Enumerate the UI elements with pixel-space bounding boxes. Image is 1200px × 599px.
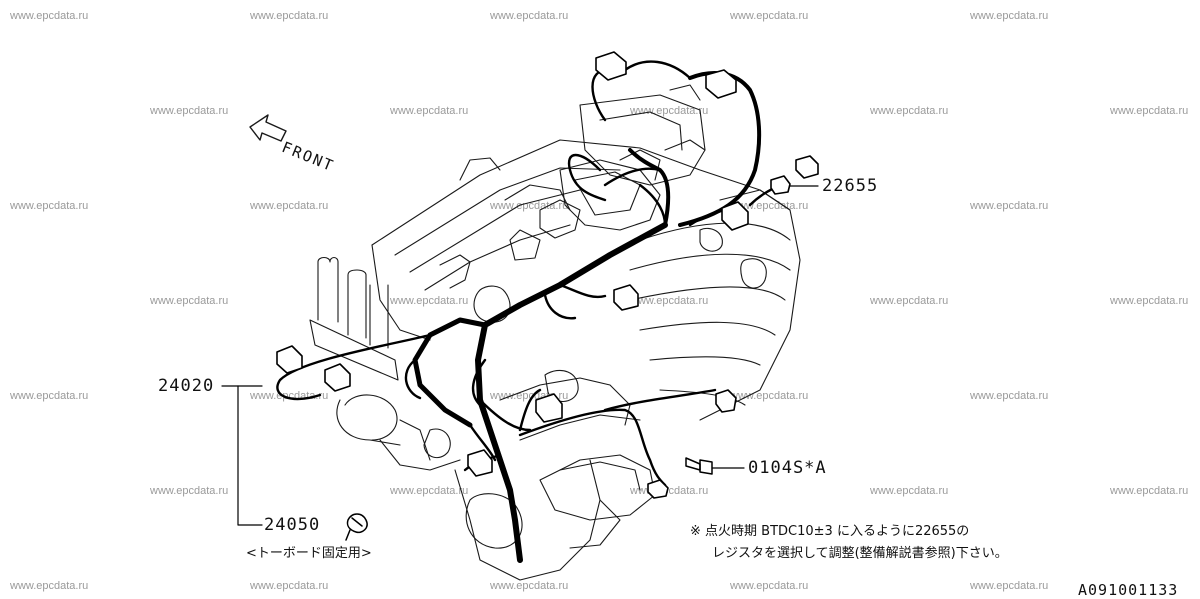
figure-id: A091001133 [1078, 581, 1179, 599]
watermark-text: www.epcdata.ru [250, 10, 329, 22]
bolt-icon [685, 457, 713, 475]
clip-usage-note: <トーボード固定用> [246, 546, 372, 561]
watermark-text: www.epcdata.ru [10, 10, 89, 22]
front-arrow-icon [249, 114, 287, 142]
watermark-text: www.epcdata.ru [10, 390, 89, 402]
watermark-text: www.epcdata.ru [1110, 105, 1189, 117]
watermark-text: www.epcdata.ru [870, 295, 949, 307]
watermark-text: www.epcdata.ru [1110, 295, 1189, 307]
watermark-text: www.epcdata.ru [870, 485, 949, 497]
watermark-text: www.epcdata.ru [730, 10, 809, 22]
watermark-text: www.epcdata.ru [730, 390, 809, 402]
part-number-harness[interactable]: 24020 [158, 376, 215, 396]
part-number-sensor[interactable]: 22655 [822, 176, 879, 196]
watermark-text: www.epcdata.ru [490, 580, 569, 592]
watermark-text: www.epcdata.ru [10, 580, 89, 592]
watermark-text: www.epcdata.ru [150, 105, 229, 117]
watermark-text: www.epcdata.ru [970, 390, 1049, 402]
watermark-text: www.epcdata.ru [970, 200, 1049, 212]
watermark-text: www.epcdata.ru [250, 200, 329, 212]
watermark-text: www.epcdata.ru [630, 295, 709, 307]
watermark-text: www.epcdata.ru [970, 10, 1049, 22]
watermark-text: www.epcdata.ru [1110, 485, 1189, 497]
watermark-text: www.epcdata.ru [10, 200, 89, 212]
watermark-text: www.epcdata.ru [390, 105, 469, 117]
engine-block-outline [309, 84, 801, 581]
watermark-text: www.epcdata.ru [250, 580, 329, 592]
watermark-text: www.epcdata.ru [390, 485, 469, 497]
clip-icon [345, 513, 368, 541]
ignition-timing-note-line1: ※ 点火時期 BTDC10±3 に入るように22655の [690, 524, 970, 539]
watermark-text: www.epcdata.ru [970, 580, 1049, 592]
watermark-text: www.epcdata.ru [150, 485, 229, 497]
watermark-text: www.epcdata.ru [150, 295, 229, 307]
watermark-text: www.epcdata.ru [730, 580, 809, 592]
part-number-bolt[interactable]: 0104S*A [748, 458, 827, 478]
part-number-clip[interactable]: 24050 [264, 515, 321, 535]
watermark-text: www.epcdata.ru [390, 295, 469, 307]
watermark-text: www.epcdata.ru [490, 200, 569, 212]
watermark-text: www.epcdata.ru [490, 10, 569, 22]
connectors [276, 51, 819, 499]
ignition-timing-note-line2: レジスタを選択して調整(整備解説書参照)下さい。 [712, 546, 1008, 561]
wiring-harness-branches [276, 60, 782, 487]
wiring-harness-trunk [412, 71, 762, 563]
leader-lines [221, 185, 819, 526]
watermark-text: www.epcdata.ru [630, 105, 709, 117]
watermark-text: www.epcdata.ru [870, 105, 949, 117]
